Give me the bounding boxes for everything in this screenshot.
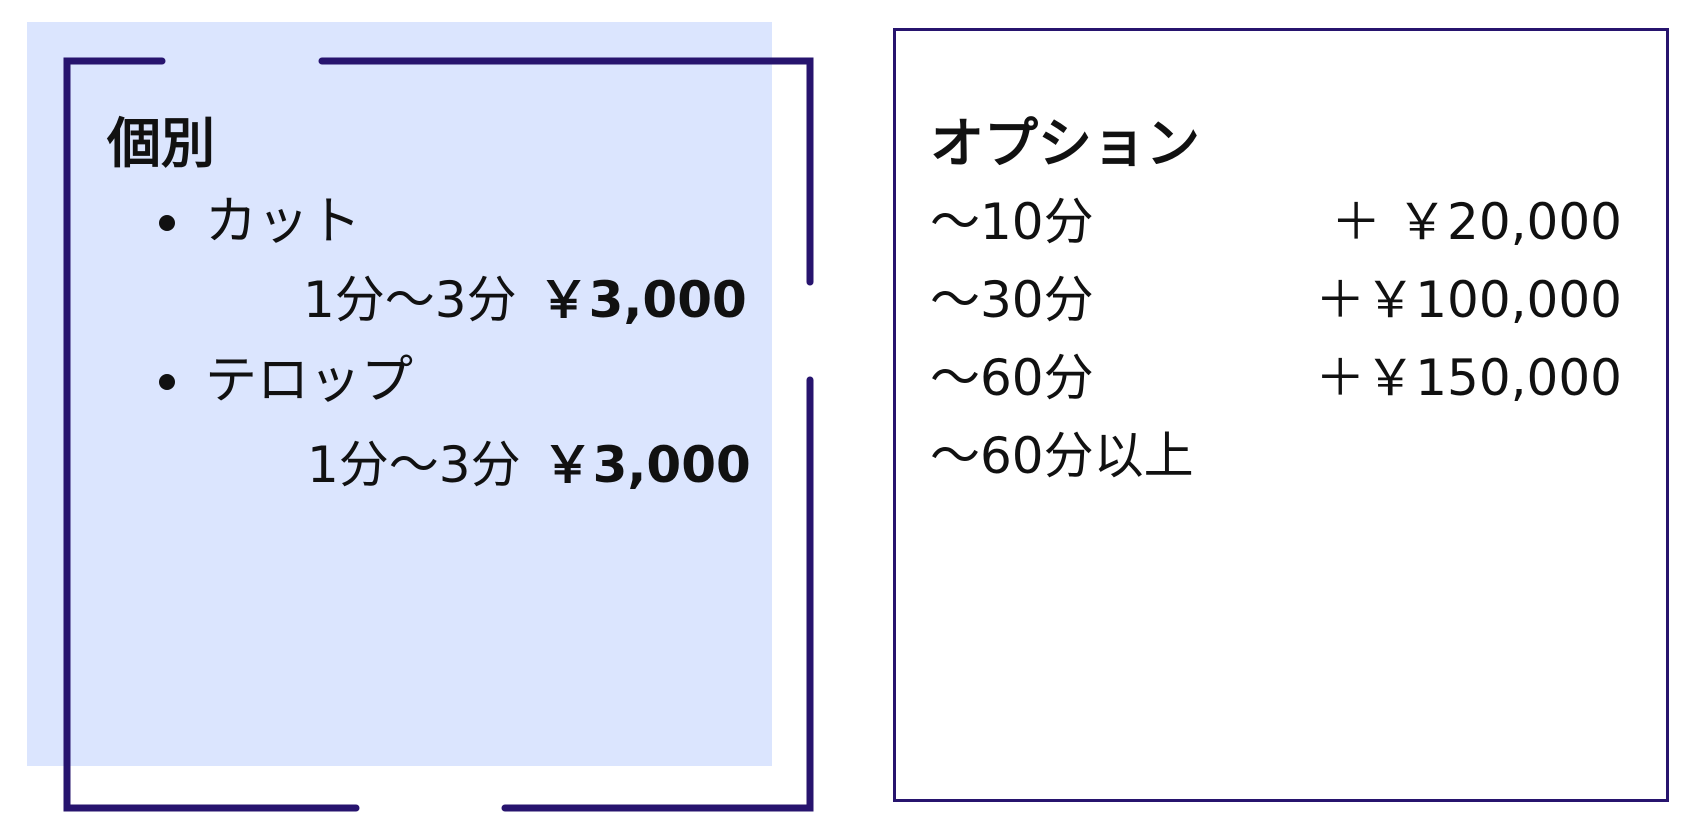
option-duration: 〜60分 xyxy=(930,349,1094,407)
item-label: テロップ xyxy=(205,351,414,411)
individual-title: 個別 xyxy=(107,112,215,175)
options-card xyxy=(893,28,1669,802)
item-price: ￥3,000 xyxy=(538,271,747,329)
option-price: ＋￥150,000 xyxy=(1315,349,1622,407)
item-range: 1分〜3分 xyxy=(303,271,517,329)
option-duration: 〜60分以上 xyxy=(930,427,1194,485)
option-duration: 〜10分 xyxy=(930,193,1094,251)
option-duration: 〜30分 xyxy=(930,271,1094,329)
bullet-icon xyxy=(159,374,175,390)
item-detail: 1分〜3分 ￥3,000 xyxy=(307,433,751,497)
bullet-icon xyxy=(159,215,175,231)
item-label: カット xyxy=(205,192,362,252)
item-detail: 1分〜3分 ￥3,000 xyxy=(303,268,747,332)
option-price: ＋ ￥20,000 xyxy=(1331,193,1622,251)
option-price: ＋￥100,000 xyxy=(1315,271,1622,329)
item-range: 1分〜3分 xyxy=(307,436,521,494)
item-price: ￥3,000 xyxy=(542,436,751,494)
options-title: オプション xyxy=(930,112,1200,175)
